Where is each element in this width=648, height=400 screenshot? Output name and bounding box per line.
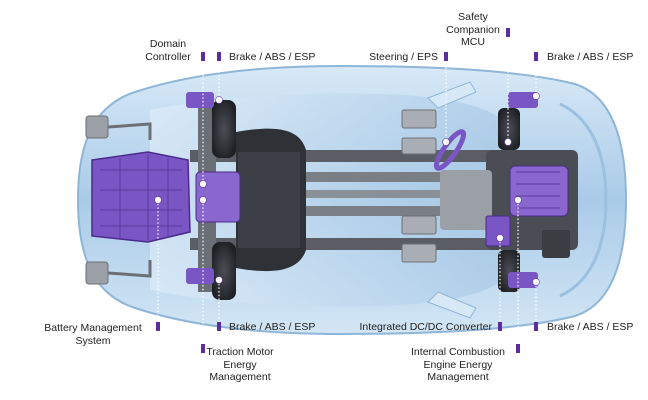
marker-brake-front-left (217, 52, 221, 61)
interior-modules (401, 109, 467, 263)
chassis (190, 128, 560, 272)
marker-safety-mcu (506, 28, 510, 37)
label-safety-mcu: Safety Companion MCU (446, 11, 500, 48)
label-brake-rear-left: Brake / ABS / ESP (229, 321, 316, 333)
label-steering: Steering / EPS (369, 51, 438, 63)
dot-dcdc (496, 234, 504, 242)
label-brake-rear-right: Brake / ABS / ESP (547, 321, 634, 333)
marker-dcdc (498, 322, 502, 331)
rear-bumper (85, 115, 152, 285)
marker-brake-front-right (534, 52, 538, 61)
marker-traction-motor (201, 344, 205, 353)
dot-ice (514, 196, 522, 204)
rear-axle (195, 100, 241, 300)
dot-steering (442, 138, 450, 146)
component-dots (154, 92, 540, 286)
marker-brake-rear-left (217, 322, 221, 331)
label-traction-motor: Traction Motor Energy Management (206, 346, 274, 383)
dot-brake-rear-right (532, 278, 540, 286)
label-battery-management: Battery Management System (44, 322, 142, 347)
label-dcdc: Integrated DC/DC Converter (359, 321, 492, 333)
marker-brake-rear-right (534, 322, 538, 331)
marker-battery (156, 322, 160, 331)
label-domain-controller: Domain Controller (145, 38, 191, 63)
engine-bay (440, 108, 578, 292)
side-mirrors (427, 81, 477, 319)
marker-ice (516, 344, 520, 353)
dot-traction-motor (199, 196, 207, 204)
battery-pack (91, 151, 191, 243)
label-ice-energy: Internal Combustion Engine Energy Manage… (411, 346, 505, 383)
dot-brake-front-right (532, 92, 540, 100)
dot-brake-rear-left (215, 276, 223, 284)
label-brake-front-right: Brake / ABS / ESP (547, 51, 634, 63)
label-brake-front-left: Brake / ABS / ESP (229, 51, 316, 63)
dot-safety-mcu (504, 138, 512, 146)
brake-units (186, 92, 538, 288)
leader-lines (157, 38, 537, 344)
dot-brake-front-left (215, 96, 223, 104)
marker-steering (444, 52, 448, 61)
marker-domain-controller (201, 52, 205, 61)
dot-battery (154, 196, 162, 204)
dot-domain-controller (199, 180, 207, 188)
